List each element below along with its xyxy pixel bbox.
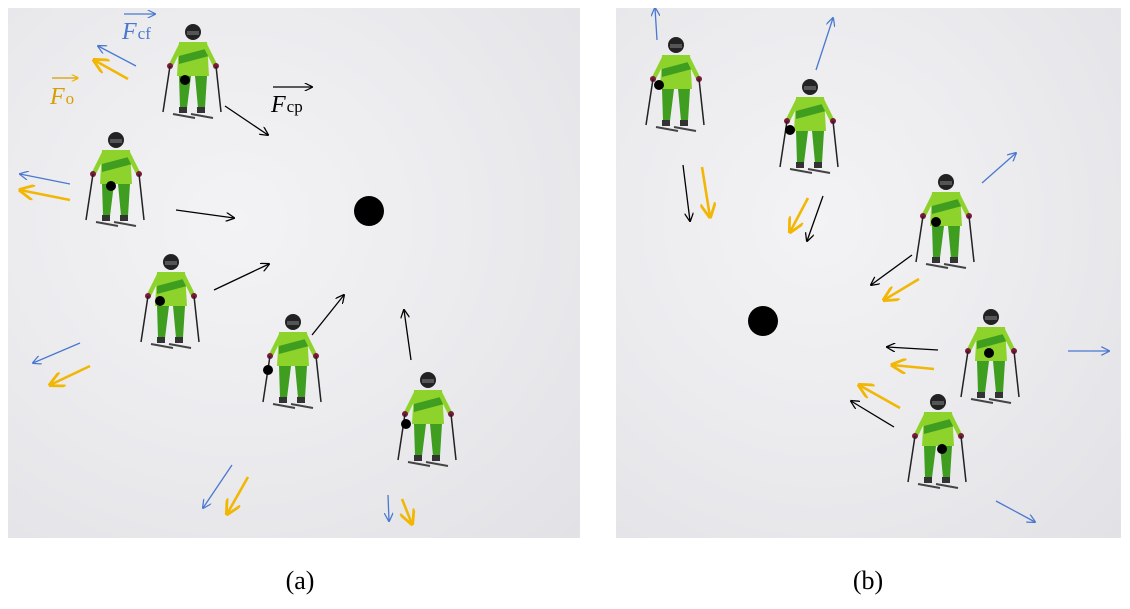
centripetal-arrow [175, 209, 234, 218]
center-of-mass-dot [937, 444, 947, 454]
center-of-mass-dot [931, 217, 941, 227]
other-force-arrow [402, 498, 412, 524]
centrifugal-arrow [20, 174, 71, 185]
centrifugal-arrow [655, 8, 657, 41]
centrifugal-arrow [203, 464, 233, 508]
skier-figure-icon [907, 393, 967, 489]
centripetal-arrow [682, 164, 690, 221]
centripetal-arrow [871, 254, 913, 285]
centrifugal-arrow [98, 46, 137, 67]
centripetal-arrow [213, 264, 269, 291]
centripetal-arrow [887, 347, 939, 350]
centripetal-arrow [807, 195, 824, 241]
svg-text:Fo: Fo [49, 84, 74, 110]
skier-figure-icon [162, 23, 222, 119]
skier-figure-icon [915, 173, 975, 269]
label-centripetal-force: Fcp [270, 87, 312, 118]
panel-a: Fcf Fo Fcp [8, 8, 580, 538]
caption-b: (b) [852, 566, 884, 595]
svg-text:Fcf: Fcf [121, 19, 151, 45]
other-force-arrow [227, 476, 250, 514]
centrifugal-arrow [995, 500, 1035, 522]
center-of-mass-dot [155, 296, 165, 306]
centrifugal-arrow [388, 494, 389, 521]
center-of-mass-dot [401, 419, 411, 429]
centripetal-arrow [404, 310, 412, 361]
other-force-arrow [859, 385, 901, 410]
label-other-force: Fo [49, 78, 78, 110]
center-of-mass-dot [106, 181, 116, 191]
center-of-rotation-dot-icon [354, 196, 384, 226]
panel-b [616, 8, 1121, 538]
center-of-mass-dot [785, 125, 795, 135]
centrifugal-arrow [33, 342, 81, 363]
center-of-mass-dot [180, 75, 190, 85]
center-of-mass-dot [984, 348, 994, 358]
centripetal-arrow [851, 401, 895, 428]
centripetal-arrow [311, 295, 344, 336]
svg-text:Fcp: Fcp [270, 92, 303, 118]
center-of-mass-dot [654, 80, 664, 90]
centrifugal-arrow [981, 153, 1016, 184]
other-force-arrow [702, 166, 710, 217]
other-force-arrow [20, 190, 71, 202]
other-force-arrow [884, 277, 920, 300]
label-centrifugal-force: Fcf [121, 14, 155, 45]
skier-figure-icon [85, 131, 145, 227]
centripetal-arrow [224, 105, 268, 135]
centrifugal-arrow [815, 18, 833, 71]
other-force-arrow [94, 60, 129, 81]
skier-figure-icon [262, 313, 322, 409]
other-force-arrow [892, 365, 935, 369]
skier-figure-icon [397, 371, 457, 467]
skier-figure-icon [140, 253, 200, 349]
center-of-mass-dot [263, 365, 273, 375]
other-force-arrow [790, 197, 810, 232]
other-force-arrow [50, 364, 91, 385]
center-of-rotation-dot-icon [748, 306, 778, 336]
caption-a: (a) [285, 566, 315, 595]
